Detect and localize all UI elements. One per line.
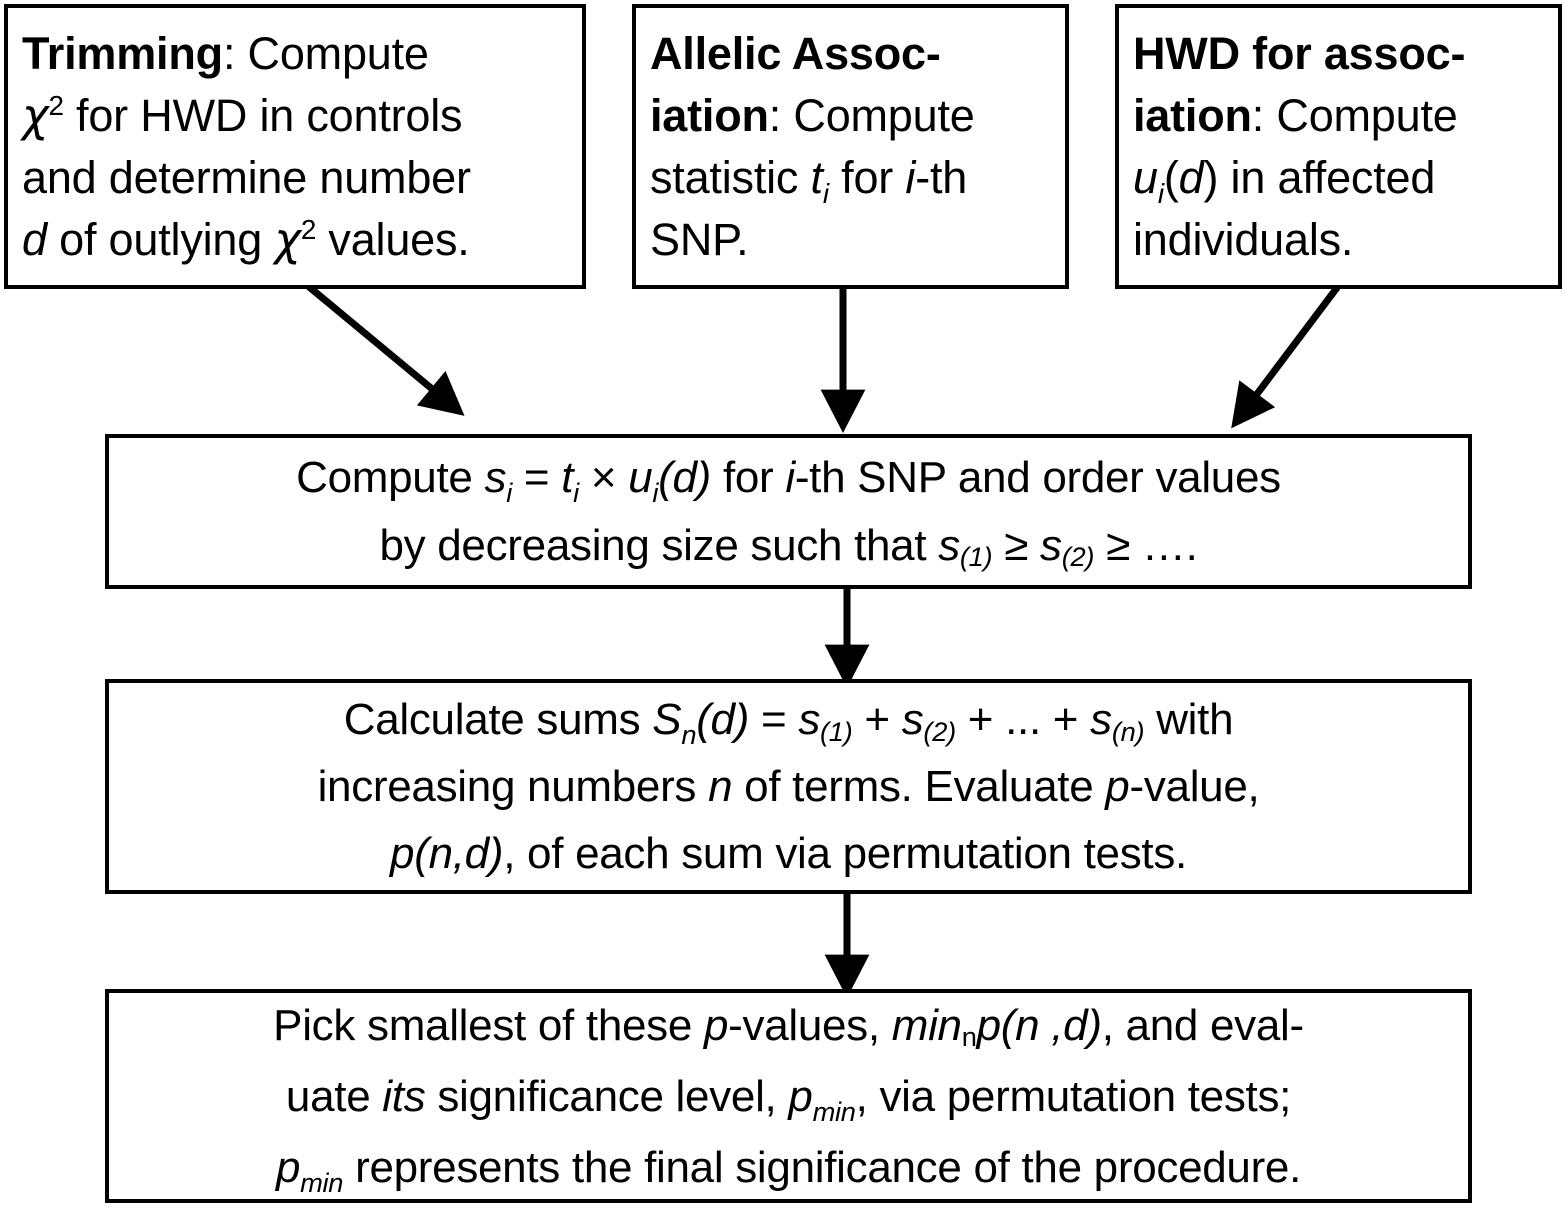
box-trimming: Trimming: Compute χ2 for HWD in controls…: [4, 4, 586, 289]
arrow-trimming-to-compute-s: [299, 278, 465, 416]
subscript-n: n: [961, 1021, 977, 1053]
box-hwd-for-association: HWD for assoc- iation: Compute ui(d) in …: [1115, 4, 1562, 289]
box-calculate-sums-line-3: p(n,d), of each sum via permutation test…: [390, 829, 1187, 878]
box-compute-s: Compute si = ti × ui(d) for i-th SNP and…: [105, 434, 1472, 589]
var-s: s: [938, 520, 960, 570]
subscript-i: i: [506, 476, 512, 508]
var-p: p: [1105, 762, 1130, 811]
subscript-i: i: [573, 476, 579, 508]
var-s: s: [484, 452, 507, 502]
box-allelic-heading-1: Allelic Assoc-: [650, 27, 941, 79]
box-compute-s-line-1: Compute si = ti × ui(d) for i-th SNP and…: [296, 452, 1281, 508]
emph-its: its: [382, 1071, 426, 1121]
box-pick-smallest-line-1: Pick smallest of these p-values, minnp(n…: [273, 1000, 1304, 1053]
var-S: S: [652, 695, 682, 744]
chi-symbol: χ: [274, 212, 301, 266]
box-allelic-heading-2: iation: [650, 89, 769, 141]
arrow-hwd-to-compute-s: [1231, 278, 1345, 429]
subscript-min: min: [300, 1166, 344, 1198]
subscript-order-1: (1): [959, 541, 993, 573]
var-s: s: [798, 695, 821, 744]
box-trimming-line-4: d of outlying χ2 values.: [22, 212, 470, 266]
var-u: u: [1133, 151, 1158, 203]
var-s: s: [1040, 520, 1062, 570]
box-allelic-line-1: Allelic Assoc-: [650, 23, 1051, 85]
chi-exponent: 2: [48, 89, 64, 121]
var-t: t: [561, 452, 574, 502]
arg-d: (d): [696, 695, 750, 744]
box-hwd-line-2: iation: Compute: [1133, 89, 1458, 141]
expr-p-n-d: p(n ,d): [976, 1000, 1102, 1050]
subscript-i: i: [1157, 177, 1164, 209]
subscript-order-1: (1): [820, 715, 853, 747]
subscript-order-n: (n): [1111, 715, 1145, 747]
box-pick-smallest-line-2: uate its significance level, pmin, via p…: [285, 1071, 1292, 1127]
var-s: s: [1090, 695, 1112, 744]
box-hwd-line-3: ui(d) in affected: [1133, 151, 1436, 209]
box-allelic-association: Allelic Assoc- iation: Compute statistic…: [632, 4, 1069, 289]
box-calculate-sums-line-1: Calculate sums Sn(d) = s(1) + s(2) + ...…: [343, 695, 1234, 750]
var-d: d: [1178, 151, 1204, 203]
box-calculate-sums: Calculate sums Sn(d) = s(1) + s(2) + ...…: [105, 679, 1472, 894]
var-t: t: [810, 151, 824, 203]
box-compute-s-line-2: by decreasing size such that s(1) ≥ s(2)…: [379, 520, 1198, 573]
box-hwd-heading-2: iation: [1133, 89, 1252, 141]
chi-symbol: χ: [22, 88, 49, 142]
subscript-i: i: [822, 177, 829, 209]
subscript-n: n: [681, 718, 697, 750]
var-p: p: [788, 1071, 813, 1121]
box-trimming-line-2: χ2 for HWD in controls: [22, 88, 463, 142]
arg-d: (d): [658, 452, 712, 502]
var-i: i: [905, 151, 916, 203]
op-min: min: [891, 1000, 962, 1050]
var-i: i: [785, 452, 795, 502]
subscript-i: i: [652, 476, 659, 508]
box-trimming-line-3: and determine number: [22, 151, 471, 203]
box-allelic-line-4: SNP.: [650, 213, 749, 265]
subscript-min: min: [812, 1095, 856, 1127]
chi-exponent: 2: [300, 213, 317, 245]
box-hwd-heading-1: HWD for assoc-: [1133, 27, 1466, 79]
var-d: d: [22, 213, 47, 265]
box-allelic-line-3: statistic ti for i-th: [650, 151, 968, 209]
box-trimming-heading: Trimming: [22, 27, 223, 79]
subscript-order-2: (2): [1061, 541, 1095, 573]
box-pick-smallest: Pick smallest of these p-values, minnp(n…: [105, 989, 1472, 1203]
var-u: u: [628, 452, 653, 502]
var-p: p: [703, 1000, 729, 1050]
var-s: s: [901, 695, 924, 744]
box-hwd-line-1: HWD for assoc-: [1133, 23, 1544, 85]
box-pick-smallest-line-3: pmin represents the final significance o…: [275, 1142, 1302, 1198]
subscript-order-2: (2): [923, 715, 956, 747]
expr-p-n-d: p(n,d): [390, 829, 504, 878]
box-hwd-line-4: individuals.: [1133, 213, 1354, 265]
box-calculate-sums-line-2: increasing numbers n of terms. Evaluate …: [317, 762, 1260, 811]
box-trimming-line-1: Trimming: Compute: [22, 27, 429, 79]
box-allelic-line-2: iation: Compute: [650, 89, 975, 141]
var-p: p: [275, 1142, 301, 1192]
var-n: n: [708, 762, 733, 811]
